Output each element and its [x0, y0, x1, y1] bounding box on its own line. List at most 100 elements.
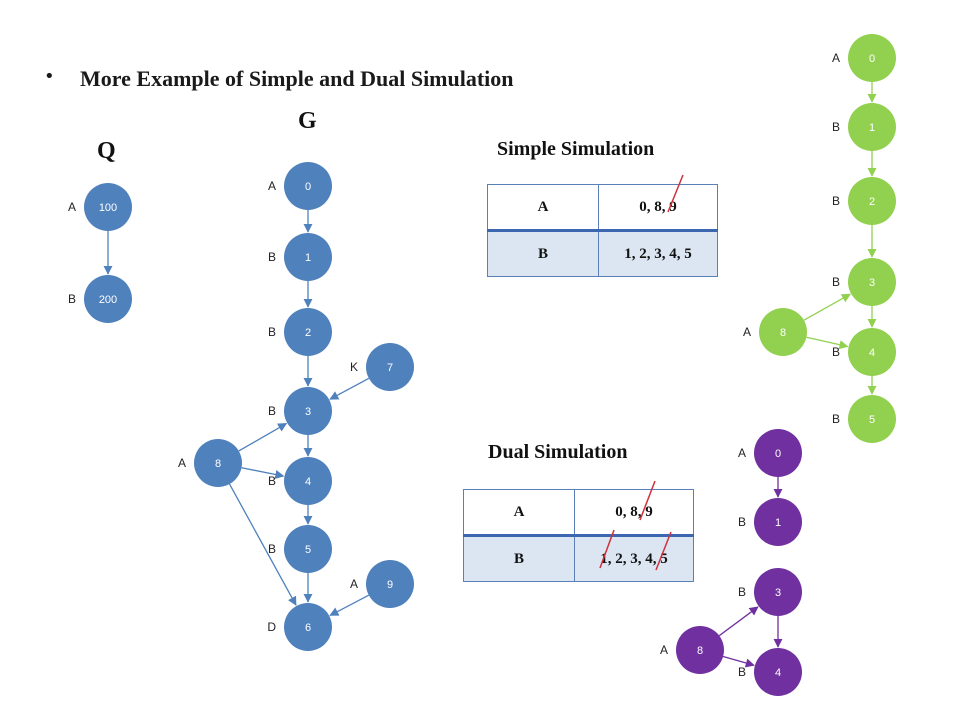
node-id-label: 5	[305, 544, 311, 556]
node-id-label: 4	[305, 476, 311, 488]
node-attr-label: A	[832, 51, 840, 65]
strike-mark	[639, 480, 656, 521]
node-id-label: 3	[305, 406, 311, 418]
node-attr-label: B	[268, 404, 276, 418]
node-id-label: 8	[215, 458, 221, 470]
graph-node	[366, 343, 414, 391]
node-attr-label: B	[832, 275, 840, 289]
node-attr-label: B	[832, 120, 840, 134]
node-id-label: 4	[775, 667, 781, 679]
graph-node	[284, 387, 332, 435]
graph-node	[84, 275, 132, 323]
table-cell-key: B	[487, 230, 599, 277]
dual-simulation-heading: Dual Simulation	[488, 441, 628, 463]
graph-node	[84, 183, 132, 231]
table-row: B 1, 2, 3, 4, 5	[463, 535, 694, 582]
table-row: A 0, 8, 9	[463, 489, 694, 537]
graph-node	[848, 103, 896, 151]
node-id-label: 0	[305, 181, 311, 193]
table-cell-value: 1, 2, 3, 4, 5	[598, 230, 718, 277]
graph-node	[754, 498, 802, 546]
node-attr-label: B	[738, 585, 746, 599]
node-attr-label: B	[832, 412, 840, 426]
graph-edge	[329, 377, 370, 400]
node-attr-label: B	[832, 194, 840, 208]
title-bullet: •	[44, 66, 55, 87]
table-cell-value: 1, 2, 3, 4, 5	[574, 535, 694, 582]
graph-node	[754, 648, 802, 696]
slide-title: More Example of Simple and Dual Simulati…	[80, 66, 514, 91]
node-id-label: 0	[869, 53, 875, 65]
node-attr-label: A	[660, 643, 668, 657]
node-id-label: 2	[869, 196, 875, 208]
node-attr-label: B	[268, 542, 276, 556]
table-cell-key: A	[487, 184, 599, 232]
node-id-label: 5	[869, 414, 875, 426]
simple-simulation-table: A 0, 8, 9 B 1, 2, 3, 4, 5	[487, 184, 718, 277]
node-id-label: 200	[99, 294, 117, 306]
strike-mark	[599, 529, 615, 569]
graph-node	[284, 525, 332, 573]
node-attr-label: B	[268, 474, 276, 488]
node-attr-label: A	[68, 200, 76, 214]
table-cell-key: B	[463, 535, 575, 582]
graph-edge	[803, 293, 851, 321]
graph-node	[759, 308, 807, 356]
graph-q-label: Q	[97, 138, 116, 164]
graph-g-label: G	[298, 108, 317, 134]
node-attr-label: B	[68, 292, 76, 306]
node-id-label: 1	[775, 517, 781, 529]
node-attr-label: A	[268, 179, 276, 193]
graph-node	[284, 162, 332, 210]
table-cell-value: 0, 8, 9	[598, 184, 718, 232]
table-cell-key: A	[463, 489, 575, 537]
node-attr-label: A	[743, 325, 751, 339]
table-row: B 1, 2, 3, 4, 5	[487, 230, 718, 277]
node-id-label: 8	[780, 327, 786, 339]
graph-node	[284, 233, 332, 281]
node-id-label: 4	[869, 347, 875, 359]
graph-node	[284, 457, 332, 505]
node-id-label: 1	[305, 252, 311, 264]
graph-node	[848, 258, 896, 306]
graph-node	[194, 439, 242, 487]
graph-node	[284, 308, 332, 356]
strike-mark	[667, 174, 684, 213]
graph-node	[366, 560, 414, 608]
node-id-label: 2	[305, 327, 311, 339]
node-id-label: 1	[869, 122, 875, 134]
node-id-label: 100	[99, 202, 117, 214]
node-id-label: 0	[775, 448, 781, 460]
dual-simulation-table: A 0, 8, 9 B 1, 2, 3, 4, 5	[463, 489, 694, 582]
node-id-label: 3	[869, 277, 875, 289]
simple-simulation-heading: Simple Simulation	[497, 138, 655, 160]
graph-node	[848, 34, 896, 82]
graph-node	[676, 626, 724, 674]
table-cell-value: 0, 8, 9	[574, 489, 694, 537]
node-id-label: 9	[387, 579, 393, 591]
graph-node	[754, 429, 802, 477]
node-attr-label: A	[350, 577, 358, 591]
node-attr-label: A	[178, 456, 186, 470]
node-id-label: 6	[305, 622, 311, 634]
node-attr-label: A	[738, 446, 746, 460]
node-attr-label: B	[738, 515, 746, 529]
graph-node	[754, 568, 802, 616]
graph-q: 100 A 200 B	[68, 183, 132, 323]
graph-node	[848, 395, 896, 443]
graph-edge	[329, 594, 370, 616]
graph-edge	[238, 422, 288, 452]
graph-edge	[718, 606, 759, 637]
node-id-label: 3	[775, 587, 781, 599]
strike-mark	[655, 531, 672, 571]
node-attr-label: B	[832, 345, 840, 359]
graph-node	[848, 177, 896, 225]
node-attr-label: K	[350, 360, 358, 374]
graph-edge	[241, 467, 285, 479]
graph-edge	[806, 336, 849, 350]
node-id-label: 8	[697, 645, 703, 657]
